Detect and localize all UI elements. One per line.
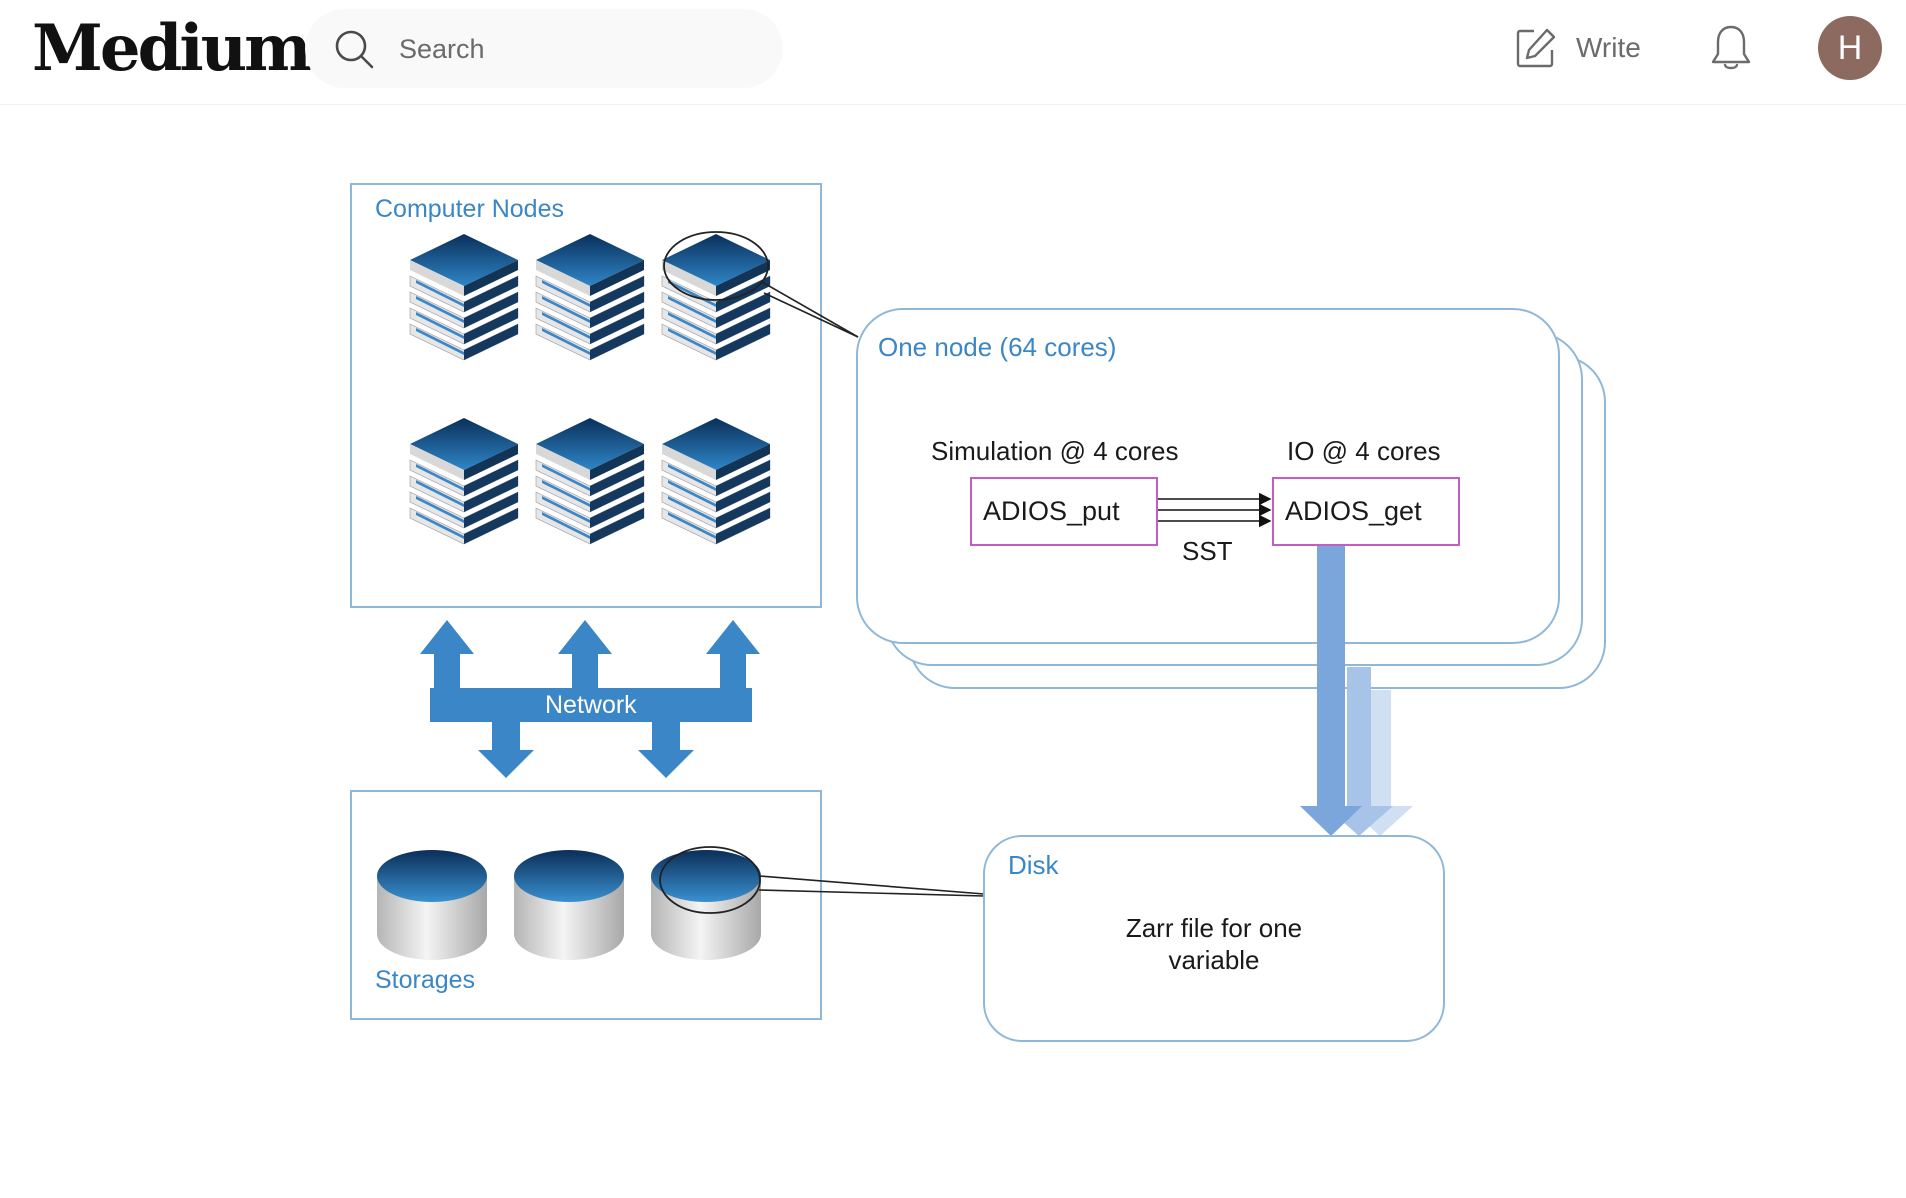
- user-avatar[interactable]: H: [1818, 16, 1882, 80]
- adios-put-label: ADIOS_put: [983, 496, 1120, 526]
- zarr-line1: Zarr file for one: [1126, 913, 1302, 943]
- search-icon: [335, 30, 374, 69]
- disk-label: Disk: [1008, 850, 1060, 880]
- network-arrows: [420, 620, 760, 778]
- sst-arrows: [1158, 492, 1272, 528]
- adios-get-box: [1272, 477, 1460, 546]
- node-box-front: [856, 308, 1560, 644]
- server-stack-icon: [535, 418, 645, 545]
- medium-logo[interactable]: Medium: [32, 11, 312, 86]
- write-icon: [1516, 28, 1556, 68]
- disk-box: [983, 835, 1445, 1042]
- zarr-line2: variable: [1168, 945, 1259, 975]
- io-label: IO @ 4 cores: [1287, 436, 1441, 466]
- server-stack-icon: [535, 234, 645, 361]
- storage-cylinders: [377, 850, 761, 960]
- server-stack-icon: [409, 234, 519, 361]
- storages-box: [350, 790, 822, 1020]
- adios-get-label: ADIOS_get: [1285, 496, 1422, 526]
- simulation-label: Simulation @ 4 cores: [931, 436, 1179, 466]
- write-label: Write: [1576, 32, 1641, 63]
- sst-label: SST: [1182, 536, 1233, 566]
- top-bar: Medium Write H: [0, 0, 1906, 105]
- storage-cylinder-icon: [651, 850, 761, 960]
- one-node-label: One node (64 cores): [878, 332, 1116, 362]
- storage-cylinder-icon: [377, 850, 487, 960]
- server-stacks: [409, 234, 771, 545]
- adios-put-box: [970, 477, 1158, 546]
- callout-ellipse-server: [663, 231, 769, 301]
- notifications-bell-icon[interactable]: [1707, 23, 1755, 73]
- computer-nodes-label: Computer Nodes: [375, 195, 564, 223]
- network-label: Network: [545, 691, 637, 719]
- storages-label: Storages: [375, 966, 475, 994]
- server-stack-icon: [661, 234, 771, 361]
- storage-cylinder-icon: [514, 850, 624, 960]
- computer-nodes-box: [350, 183, 822, 608]
- write-to-disk-arrows: [1300, 546, 1413, 836]
- server-stack-icon: [661, 418, 771, 545]
- search-input[interactable]: [397, 25, 761, 73]
- write-button[interactable]: Write: [1514, 22, 1641, 74]
- server-stack-icon: [409, 418, 519, 545]
- search-bar[interactable]: [305, 9, 783, 88]
- callout-ellipse-storage: [659, 846, 761, 914]
